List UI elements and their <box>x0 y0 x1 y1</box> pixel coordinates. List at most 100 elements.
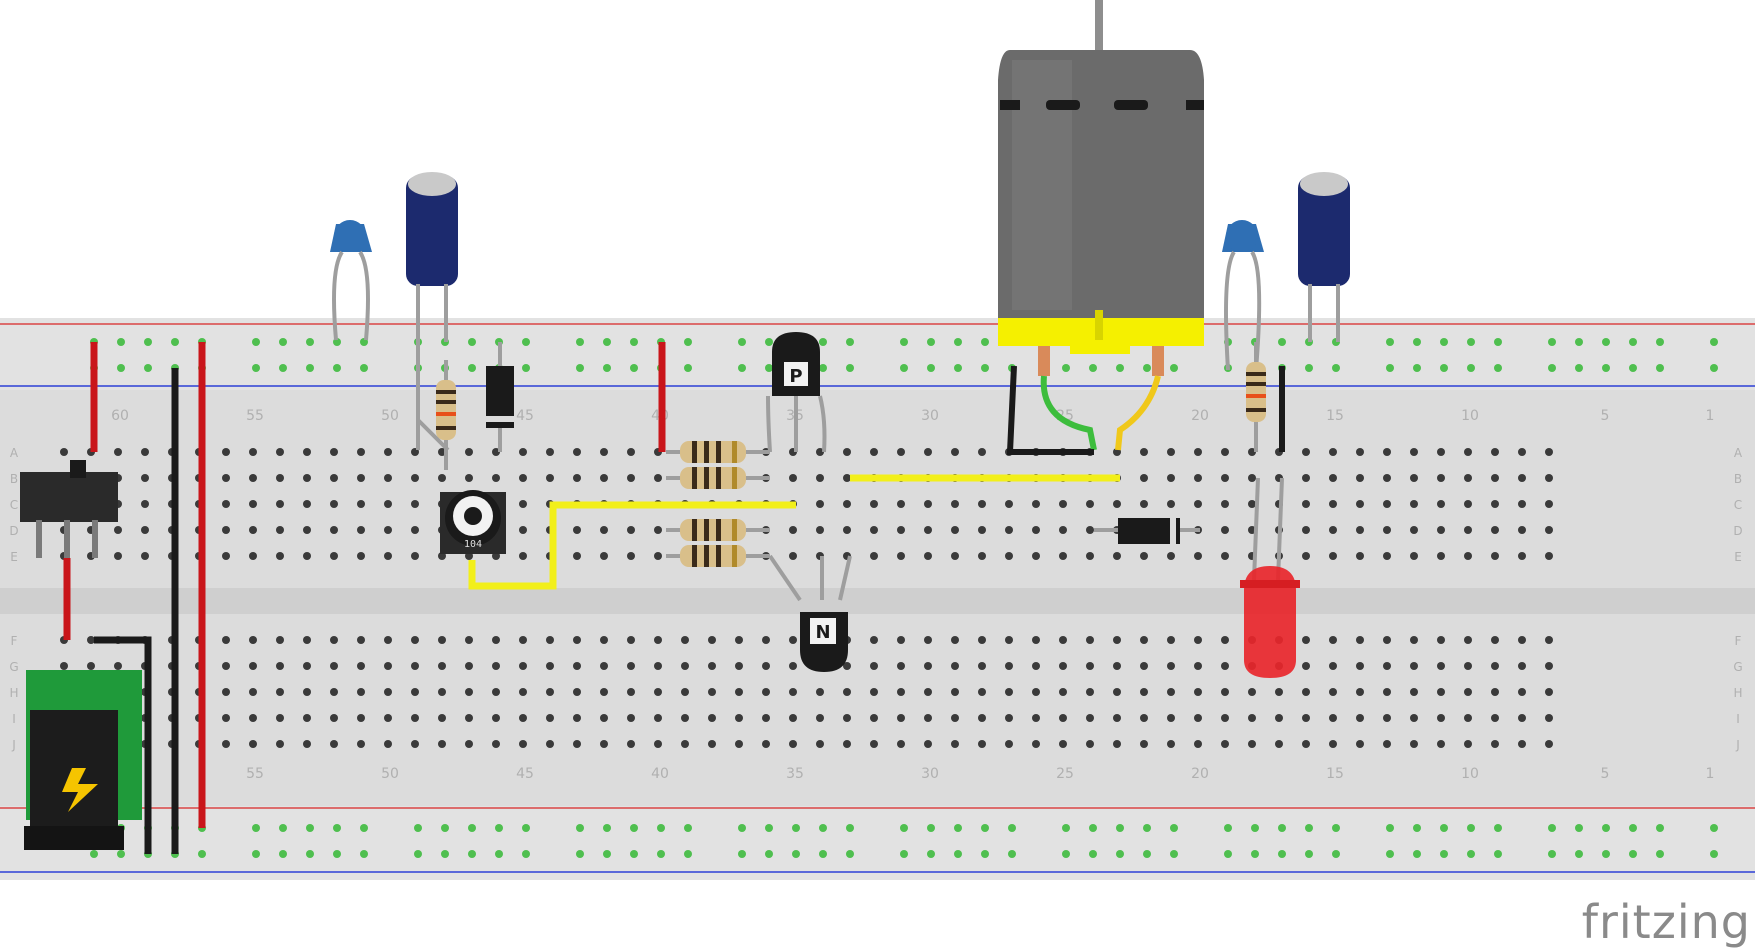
rail-hole <box>495 824 503 832</box>
rail-hole <box>684 850 692 858</box>
row-letter: I <box>1736 712 1740 726</box>
hole <box>654 474 662 482</box>
rail-hole <box>279 850 287 858</box>
hole <box>1221 552 1229 560</box>
rail-hole <box>90 850 98 858</box>
hole <box>438 714 446 722</box>
hole <box>411 552 419 560</box>
hole <box>681 688 689 696</box>
hole <box>1437 500 1445 508</box>
rail-hole <box>441 850 449 858</box>
hole <box>762 662 770 670</box>
hole <box>1059 500 1067 508</box>
rail-hole <box>1629 850 1637 858</box>
hole <box>1059 662 1067 670</box>
rail-hole <box>117 338 125 346</box>
hole <box>627 526 635 534</box>
rail-hole <box>1467 338 1475 346</box>
rail-hole <box>1494 338 1502 346</box>
hole <box>1356 636 1364 644</box>
rail-hole <box>522 850 530 858</box>
column-number-top: 45 <box>516 408 534 424</box>
hole <box>1248 740 1256 748</box>
hole <box>789 714 797 722</box>
hole <box>1275 714 1283 722</box>
hole <box>1032 500 1040 508</box>
rail-hole <box>1656 364 1664 372</box>
hole <box>249 662 257 670</box>
rail-hole <box>576 824 584 832</box>
hole <box>1410 714 1418 722</box>
hole <box>681 662 689 670</box>
rail-hole <box>603 824 611 832</box>
hole <box>978 714 986 722</box>
hole <box>735 688 743 696</box>
hole <box>519 552 527 560</box>
hole <box>438 740 446 748</box>
hole <box>1113 740 1121 748</box>
rail-hole <box>1089 364 1097 372</box>
rail-hole <box>576 850 584 858</box>
row-letter: B <box>10 472 18 486</box>
rail-hole <box>1332 364 1340 372</box>
hole <box>1491 636 1499 644</box>
hole <box>87 636 95 644</box>
hole <box>1329 662 1337 670</box>
hole <box>1410 688 1418 696</box>
yellow-wire-1 <box>468 501 796 590</box>
hole <box>1383 714 1391 722</box>
rail-hole <box>765 338 773 346</box>
hole <box>1221 500 1229 508</box>
hole <box>816 500 824 508</box>
rail-hole <box>333 364 341 372</box>
hole <box>1194 688 1202 696</box>
hole <box>708 688 716 696</box>
rail-hole <box>1467 850 1475 858</box>
rail-hole <box>954 364 962 372</box>
rail-hole <box>765 824 773 832</box>
row-letter: G <box>9 660 18 674</box>
hole <box>438 688 446 696</box>
hole <box>924 662 932 670</box>
rail-hole <box>522 364 530 372</box>
hole <box>1167 636 1175 644</box>
hole <box>924 688 932 696</box>
hole <box>492 740 500 748</box>
hole <box>249 448 257 456</box>
column-number-bottom: 55 <box>246 766 264 782</box>
hole <box>897 714 905 722</box>
hole <box>411 740 419 748</box>
hole <box>1167 714 1175 722</box>
hole <box>1167 500 1175 508</box>
hole <box>222 500 230 508</box>
hole <box>1140 636 1148 644</box>
column-number-top: 15 <box>1326 408 1344 424</box>
hole <box>1383 500 1391 508</box>
hole <box>600 714 608 722</box>
rail-hole <box>252 850 260 858</box>
hole <box>951 662 959 670</box>
hole <box>1491 552 1499 560</box>
hole <box>546 448 554 456</box>
rail-hole <box>1413 338 1421 346</box>
hole <box>1329 526 1337 534</box>
rail-hole <box>360 824 368 832</box>
hole <box>519 662 527 670</box>
hole <box>681 636 689 644</box>
rail-hole <box>981 850 989 858</box>
rail-hole <box>1332 824 1340 832</box>
hole <box>1464 740 1472 748</box>
rail-hole <box>306 338 314 346</box>
hole <box>1518 636 1526 644</box>
hole <box>654 552 662 560</box>
rail-hole <box>738 364 746 372</box>
hole <box>1383 474 1391 482</box>
hole <box>1221 740 1229 748</box>
hole <box>1194 662 1202 670</box>
hole <box>249 474 257 482</box>
hole <box>357 474 365 482</box>
rail-hole <box>279 338 287 346</box>
column-number-top: 50 <box>381 408 399 424</box>
hole <box>222 662 230 670</box>
rail-hole <box>819 824 827 832</box>
